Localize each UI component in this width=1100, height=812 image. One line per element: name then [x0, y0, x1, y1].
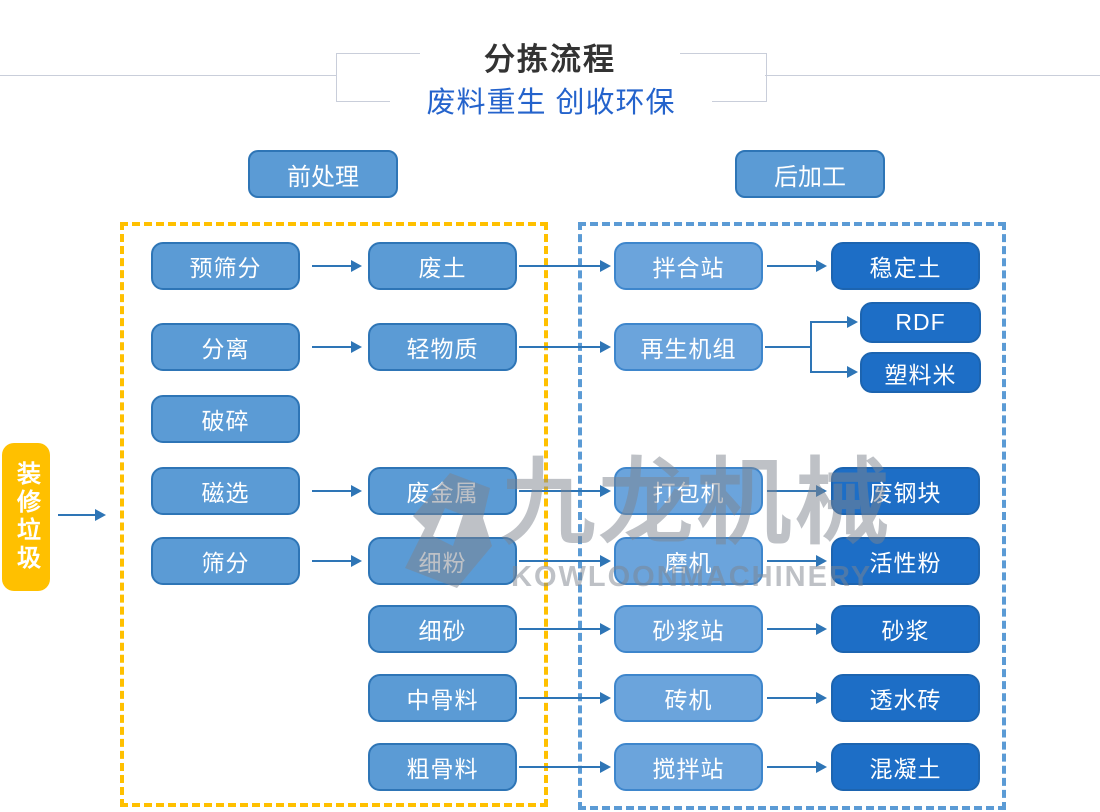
arrow-baler-scrapsteel [767, 485, 827, 497]
node-mill: 磨机 [614, 537, 763, 585]
pre-treatment-region [120, 222, 548, 807]
stage-label-post-processing: 后加工 [735, 150, 885, 198]
post-processing-region [578, 222, 1006, 810]
arrow-scrapmetal-baler [519, 485, 611, 497]
arrow-mediumaggregate-brickmachine [519, 692, 611, 704]
node-plastic-pellets: 塑料米 [860, 352, 981, 393]
node-fine-sand: 细砂 [368, 605, 517, 653]
node-scrap-steel-block: 废钢块 [831, 467, 980, 515]
node-recycling-unit: 再生机组 [614, 323, 763, 371]
node-scrap-metal: 废金属 [368, 467, 517, 515]
arrow-mortarplant-mortar [767, 623, 827, 635]
arrow-mixingplant-stabilizedsoil [767, 260, 827, 272]
arrow-coarseaggregate-batchingplant [519, 761, 611, 773]
node-rdf: RDF [860, 302, 981, 343]
title-side-line-right [765, 75, 1100, 76]
node-batching-plant: 搅拌站 [614, 743, 763, 791]
arrow-recyclingunit-rdf [810, 316, 858, 328]
arrow-separation-lightmaterial [312, 341, 362, 353]
page-title: 分拣流程 [420, 36, 680, 77]
node-permeable-brick: 透水砖 [831, 674, 980, 722]
node-magnetic-separation: 磁选 [151, 467, 300, 515]
arrow-prescreening-wastesoil [312, 260, 362, 272]
node-crushing: 破碎 [151, 395, 300, 443]
node-waste-soil: 废土 [368, 242, 517, 290]
node-fine-powder: 细粉 [368, 537, 517, 585]
node-medium-aggregate: 中骨料 [368, 674, 517, 722]
title-side-line-left [0, 75, 336, 76]
arrow-magnetic-scrapmetal [312, 485, 362, 497]
node-separation: 分离 [151, 323, 300, 371]
arrow-wastesoil-mixingplant [519, 260, 611, 272]
node-active-powder: 活性粉 [831, 537, 980, 585]
branch-line-recyclingunit [765, 346, 811, 348]
arrow-finepowder-mill [519, 555, 611, 567]
node-renovation-waste: 装修垃圾 [2, 443, 50, 591]
node-light-material: 轻物质 [368, 323, 517, 371]
node-baler: 打包机 [614, 467, 763, 515]
arrow-brickmachine-permeablebrick [767, 692, 827, 704]
node-mixing-plant: 拌合站 [614, 242, 763, 290]
arrow-batchingplant-concrete [767, 761, 827, 773]
branch-vertical-line [810, 321, 812, 373]
node-brick-machine: 砖机 [614, 674, 763, 722]
arrow-recyclingunit-plasticpellets [810, 366, 858, 378]
node-concrete: 混凝土 [831, 743, 980, 791]
node-stabilized-soil: 稳定土 [831, 242, 980, 290]
arrow-source-to-pre [58, 509, 106, 521]
node-screening: 筛分 [151, 537, 300, 585]
arrow-finesand-mortarplant [519, 623, 611, 635]
page-subtitle: 废料重生 创收环保 [390, 81, 712, 119]
arrow-mill-activepowder [767, 555, 827, 567]
node-mortar-plant: 砂浆站 [614, 605, 763, 653]
arrow-screening-finepowder [312, 555, 362, 567]
stage-label-pre-treatment: 前处理 [248, 150, 398, 198]
arrow-lightmaterial-recyclingunit [519, 341, 611, 353]
node-coarse-aggregate: 粗骨料 [368, 743, 517, 791]
node-mortar: 砂浆 [831, 605, 980, 653]
node-pre-screening: 预筛分 [151, 242, 300, 290]
